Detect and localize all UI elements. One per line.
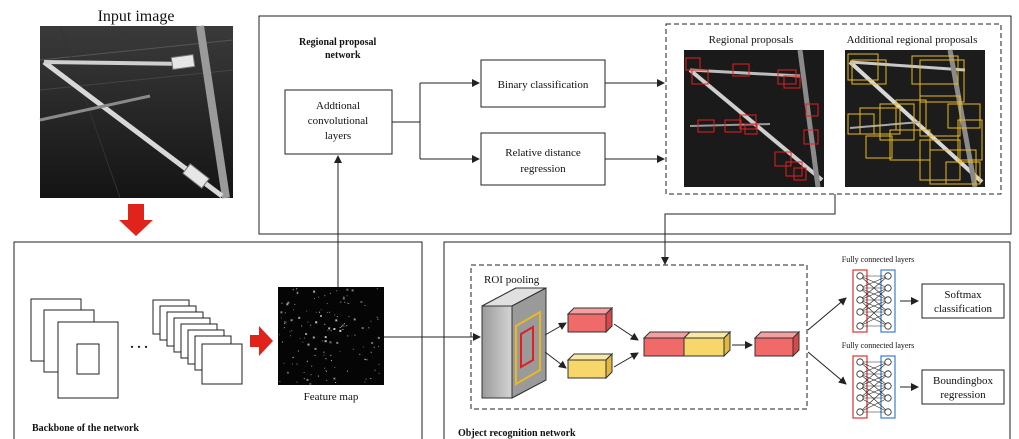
- red-down-arrow: [119, 204, 153, 236]
- bbox-line2: regression: [940, 389, 986, 401]
- concat-block: [642, 330, 732, 358]
- fc-node: [884, 408, 892, 416]
- roi-yellow-block: [566, 352, 614, 380]
- fc-left-frame: [852, 269, 868, 333]
- backbone-title: Backbone of the network: [32, 423, 139, 434]
- fc-layers-top: [852, 269, 896, 333]
- proposals-dashed-box: [665, 23, 1002, 195]
- roi-red-block: [566, 306, 614, 334]
- rpn-connectors: [392, 79, 665, 163]
- softmax-line2: classification: [934, 303, 993, 315]
- regression-line1: Relative distance: [505, 147, 581, 159]
- regression-line2: regression: [520, 163, 566, 175]
- fc-node: [856, 296, 864, 304]
- roi-pooling-label: ROI pooling: [484, 274, 540, 286]
- recognition-panel: [443, 241, 1011, 439]
- fc-layers-bottom-label: Fully connected layers: [842, 341, 914, 350]
- addl-conv-line2: convolutional: [308, 115, 369, 127]
- additional-proposals-label: Additional regional proposals: [847, 34, 978, 46]
- fc-node: [884, 394, 892, 402]
- input-image-title: Input image: [98, 8, 175, 25]
- fc-node: [884, 358, 892, 366]
- fc-node: [884, 370, 892, 378]
- relative-distance-regression-box: [480, 132, 606, 186]
- fc-node: [884, 322, 892, 330]
- fc-node: [856, 272, 864, 280]
- fc-left-frame: [852, 355, 868, 419]
- additional-proposals-image: [845, 49, 985, 188]
- backbone-panel: [13, 241, 423, 439]
- input-image: [39, 25, 234, 199]
- fc-node: [856, 408, 864, 416]
- fc-node: [856, 358, 864, 366]
- bbox-line1: Boundingbox: [933, 375, 993, 387]
- backbone-red-arrow: [250, 326, 273, 356]
- fc-split-connectors: [807, 297, 847, 385]
- regional-proposals-label: Regional proposals: [709, 34, 794, 46]
- rpn-title-line1: Regional proposal: [299, 37, 377, 48]
- fc-layers-bottom: [852, 355, 896, 419]
- fc-node: [856, 382, 864, 390]
- recognition-title: Object recognition network: [458, 428, 576, 439]
- binary-classification-label: Binary classification: [498, 79, 589, 91]
- fc-node: [856, 308, 864, 316]
- fc-node: [884, 272, 892, 280]
- additional-conv-layers-box: [284, 89, 393, 155]
- addl-conv-line1: Addtional: [316, 100, 360, 112]
- binary-classification-box: [480, 59, 606, 108]
- feature-map-image: [278, 287, 384, 385]
- backbone-ellipsis: . . .: [130, 337, 148, 352]
- fc-layers-top-label: Fully connected layers: [842, 255, 914, 264]
- fc-node: [884, 382, 892, 390]
- addl-conv-line3: layers: [325, 130, 351, 142]
- proposals-to-roi-connector: [661, 194, 836, 265]
- fc-node: [856, 394, 864, 402]
- rpn-panel: [258, 15, 1012, 235]
- backbone-layer-stack-large: [30, 298, 119, 399]
- fc-node: [856, 322, 864, 330]
- fc-node: [884, 296, 892, 304]
- boundingbox-regression-box: [921, 369, 1005, 405]
- roi-block-connectors: [544, 322, 639, 369]
- softmax-line1: Softmax: [944, 289, 982, 301]
- regional-proposals-image: [684, 49, 824, 188]
- fc-node: [884, 284, 892, 292]
- fc-node: [856, 370, 864, 378]
- fc-node: [856, 284, 864, 292]
- fc-right-frame: [880, 355, 896, 419]
- roi-output-block: [753, 330, 801, 358]
- softmax-classification-box: [921, 283, 1005, 319]
- rpn-title-line2: network: [325, 50, 361, 61]
- roi-dashed-box: [470, 264, 808, 410]
- backbone-layer-stack-small: [152, 299, 243, 385]
- feature-map-label: Feature map: [304, 391, 359, 403]
- fc-right-frame: [880, 269, 896, 333]
- fc-node: [884, 308, 892, 316]
- roi-pooling-block: [481, 287, 547, 399]
